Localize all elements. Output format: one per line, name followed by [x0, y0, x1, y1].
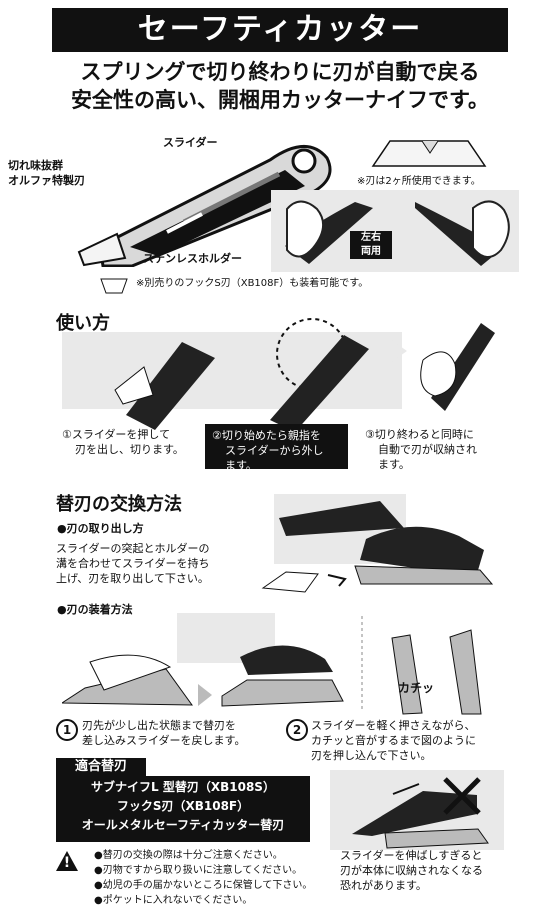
- page-title: セーフティカッター: [52, 8, 508, 52]
- lead-line-1: スプリングで切り終わりに刃が自動で戻る: [80, 60, 480, 84]
- replacement-blade-illustration: [371, 140, 487, 167]
- blade-label: 切れ味抜群オルファ特製刃: [8, 159, 85, 187]
- click-sound-label: カチッ: [398, 681, 435, 695]
- usage-step-2: ②切り始めたら親指をスライダーから外します。: [205, 424, 348, 472]
- blade-usage-note: ※刃は2ヶ所使用できます。: [357, 176, 481, 187]
- replacement-section-title: 替刃の交換方法: [56, 494, 182, 515]
- usage-section-title: 使い方: [56, 313, 110, 334]
- usage-step-1: ①スライダーを押して刃を出し、切ります。: [62, 428, 184, 456]
- lead-line-2: 安全性の高い、開梱用カッターナイフです。: [71, 88, 489, 112]
- holder-label: ステンレスホルダー: [143, 252, 242, 265]
- left-right-hand-illustration: [285, 200, 510, 266]
- over-extension-warning: スライダーを伸ばしすぎると刃が本体に収納されなくなる恐れがあります。: [340, 849, 483, 892]
- install-blade-title: ●刃の装着方法: [57, 603, 133, 616]
- remove-blade-title: ●刃の取り出し方: [57, 522, 144, 535]
- install-step-2-text: スライダーを軽く押さえながら、カチッと音がするまで図のように刃を押し込んで下さい…: [311, 719, 476, 762]
- remove-blade-instructions: スライダーの突起とホルダーの溝を合わせてスライダーを持ち上げ、刃を取り出して下さ…: [56, 542, 210, 585]
- warning-illustration: [352, 777, 489, 849]
- compatible-blades-title: 適合替刃: [56, 758, 146, 776]
- usage-illustration: [114, 318, 495, 432]
- cautions-list: ●替刃の交換の際は十分ご注意ください。 ●刃物ですから取り扱いに注意してください…: [94, 850, 313, 906]
- compatible-blades-list: サブナイフL 型替刃（XB108S） フックS刃（XB108F） オールメタルセ…: [56, 776, 310, 842]
- compatible-blade-3: オールメタルセーフティカッター替刃: [81, 818, 285, 832]
- slider-label: スライダー: [163, 136, 218, 149]
- install-step-2: 2: [286, 719, 308, 741]
- hook-blade-note: ※別売りのフックS刃（XB108F）も装着可能です。: [136, 278, 369, 289]
- cutter-product-illustration: [77, 145, 332, 267]
- hook-blade-icon: [100, 278, 128, 294]
- remove-blade-illustration: [261, 494, 494, 593]
- install-step-1: 1: [56, 719, 78, 741]
- left-right-badge: 左右両用: [350, 231, 392, 259]
- compatible-blade-2: フックS刃（XB108F）: [116, 799, 250, 813]
- install-step-1-text: 刃先が少し出た状態まで替刃を差し込みスライダーを戻します。: [82, 719, 246, 747]
- warning-icon: !: [56, 851, 78, 871]
- install-blade-illustration: [62, 613, 482, 715]
- usage-step-3: ③切り終わると同時に自動で刃が収納されます。: [365, 428, 477, 471]
- compatible-blade-1: サブナイフL 型替刃（XB108S）: [91, 780, 275, 794]
